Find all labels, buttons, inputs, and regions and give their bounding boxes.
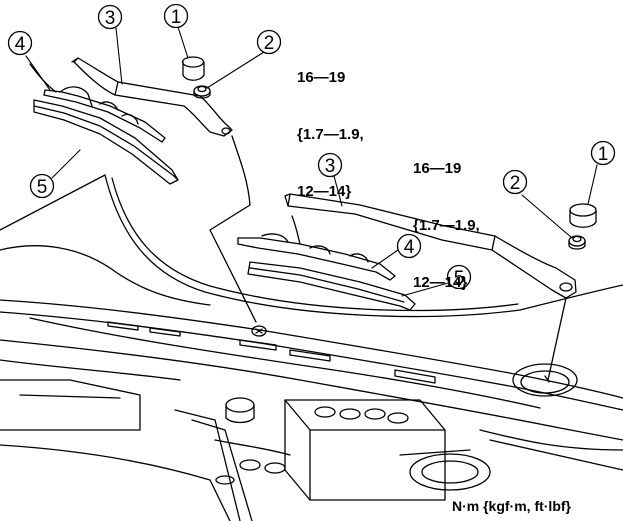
torque-right-line3: 12—14} xyxy=(413,274,468,291)
leader-right-5 xyxy=(401,282,449,297)
svg-text:2: 2 xyxy=(510,173,521,194)
svg-text:1: 1 xyxy=(598,144,609,165)
svg-text:3: 3 xyxy=(105,8,116,29)
callout-left-3: 3 xyxy=(97,4,123,30)
callout-left-4: 4 xyxy=(7,30,33,56)
vehicle-body xyxy=(0,174,623,521)
svg-text:1: 1 xyxy=(171,7,182,28)
leader-right-1 xyxy=(587,164,598,205)
leader-right-4 xyxy=(371,249,399,269)
callout-right-5: 5 xyxy=(446,264,472,290)
svg-text:4: 4 xyxy=(404,237,415,258)
svg-text:3: 3 xyxy=(325,156,336,177)
leader-left-5 xyxy=(51,149,81,179)
right-cap xyxy=(569,203,597,228)
left-cap xyxy=(181,56,205,81)
torque-left-line2: {1.7—1.9, xyxy=(297,126,364,143)
torque-left-line1: 16—19 xyxy=(297,69,346,86)
leader-left-1 xyxy=(177,26,189,59)
right-nut xyxy=(568,235,586,250)
callout-left-1: 1 xyxy=(163,3,189,29)
leader-right-3 xyxy=(333,175,343,207)
callout-right-3: 3 xyxy=(317,152,343,178)
leader-right-2 xyxy=(521,194,573,239)
leader-left-3 xyxy=(115,27,123,85)
callout-right-2: 2 xyxy=(502,169,528,195)
torque-left-line3: 12—14} xyxy=(297,183,352,200)
torque-right-line2: {1.7—1.9, xyxy=(413,217,480,234)
torque-spec-left: 16—19 {1.7—1.9, 12—14} xyxy=(297,30,364,220)
right-wiper-assembly xyxy=(237,193,577,383)
callout-left-2: 2 xyxy=(256,29,282,55)
svg-text:4: 4 xyxy=(15,34,26,55)
units-label: N·m {kgf·m, ft·lbf} xyxy=(452,498,571,514)
callout-right-1: 1 xyxy=(590,140,616,166)
left-wiper-assembly xyxy=(29,57,257,323)
svg-text:2: 2 xyxy=(264,33,275,54)
torque-spec-right: 16—19 {1.7—1.9, 12—14} xyxy=(413,121,480,311)
callout-right-4: 4 xyxy=(396,233,422,259)
torque-right-line1: 16—19 xyxy=(413,160,462,177)
svg-text:5: 5 xyxy=(37,177,48,198)
svg-text:5: 5 xyxy=(454,268,465,289)
left-nut xyxy=(193,85,211,99)
callout-left-5: 5 xyxy=(29,173,55,199)
leader-left-2 xyxy=(206,51,265,89)
leader-left-4 xyxy=(25,55,51,91)
leader-lines xyxy=(25,26,598,297)
